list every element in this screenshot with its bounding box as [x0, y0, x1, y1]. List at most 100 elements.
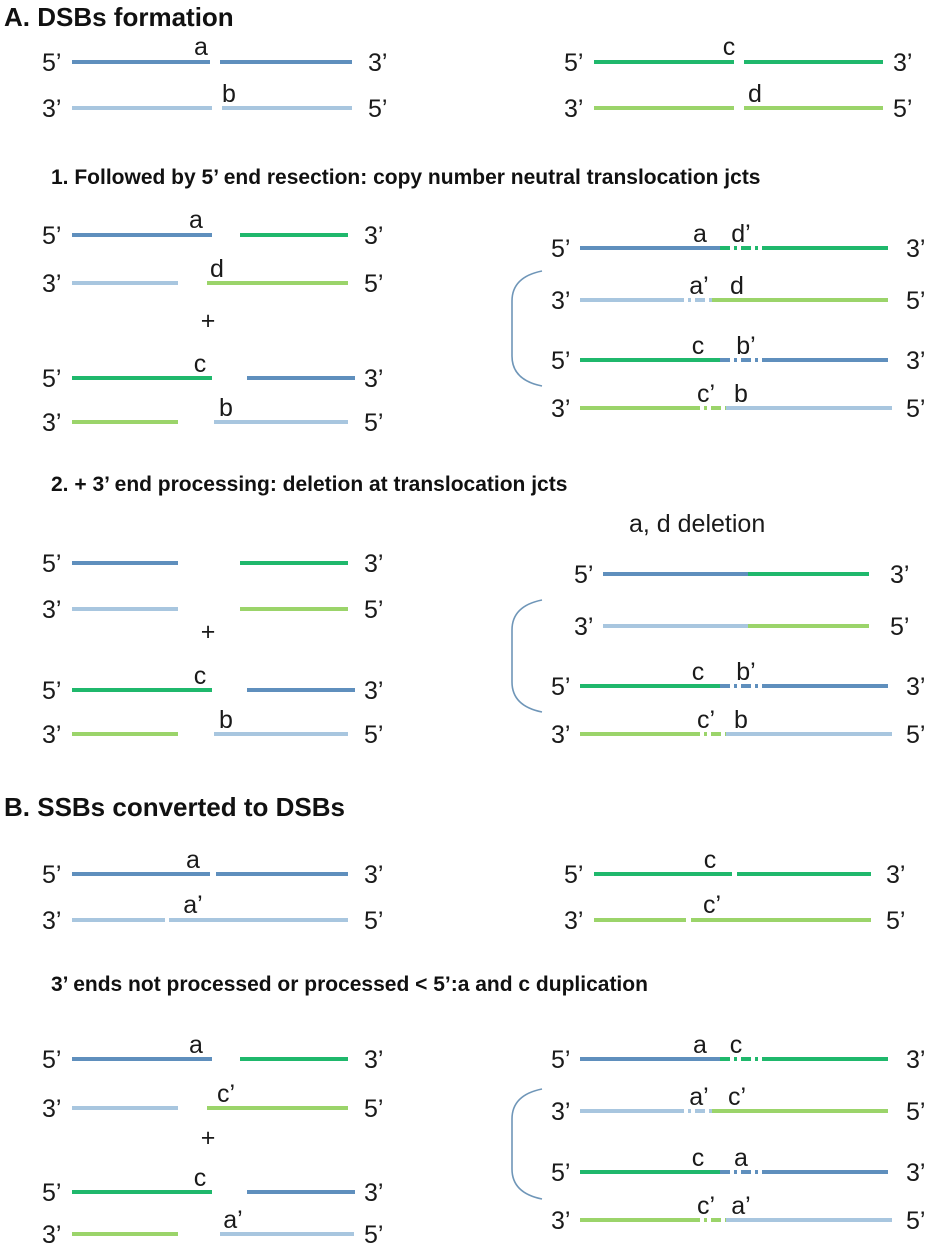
end-label-5prime: 5’: [42, 550, 61, 578]
break-label-c: c: [692, 658, 705, 686]
end-label-3prime: 3’: [906, 1046, 925, 1074]
end-label-5prime: 5’: [42, 677, 61, 705]
end-label-3prime: 3’: [42, 1221, 61, 1249]
end-label-5prime: 5’: [364, 1221, 383, 1249]
break-label-a-prime: a’: [183, 891, 202, 919]
break-label-a-prime: a’: [689, 1083, 708, 1111]
break-label-a-prime: a’: [689, 272, 708, 300]
break-label-c: c: [692, 332, 705, 360]
break-label-c: c: [692, 1144, 705, 1172]
deletion-note: a, d deletion: [629, 510, 765, 538]
subsection-3-title: 3’ ends not processed or processed < 5’:…: [51, 973, 648, 996]
end-label-3prime: 3’: [364, 1179, 383, 1207]
plus-sign: +: [201, 307, 216, 335]
break-label-b: b: [219, 394, 233, 422]
end-label-5prime: 5’: [364, 721, 383, 749]
break-label-a: a: [693, 1031, 707, 1059]
end-label-5prime: 5’: [364, 907, 383, 935]
break-label-d: d: [730, 272, 744, 300]
end-label-5prime: 5’: [890, 613, 909, 641]
end-label-3prime: 3’: [551, 287, 570, 315]
break-label-b: b: [734, 380, 748, 408]
end-label-5prime: 5’: [364, 1095, 383, 1123]
break-label-d: d: [748, 80, 762, 108]
end-label-3prime: 3’: [368, 49, 387, 77]
break-label-c: c: [194, 1164, 207, 1192]
end-label-3prime: 3’: [42, 596, 61, 624]
end-label-3prime: 3’: [42, 721, 61, 749]
end-label-3prime: 3’: [906, 235, 925, 263]
end-label-5prime: 5’: [551, 1046, 570, 1074]
end-label-5prime: 5’: [42, 49, 61, 77]
end-label-3prime: 3’: [42, 270, 61, 298]
end-label-5prime: 5’: [893, 95, 912, 123]
break-label-c: c: [730, 1031, 743, 1059]
end-label-5prime: 5’: [906, 1207, 925, 1235]
break-label-c-prime: c’: [703, 891, 721, 919]
end-label-3prime: 3’: [906, 347, 925, 375]
bracket: [511, 599, 543, 713]
end-label-3prime: 3’: [364, 677, 383, 705]
break-label-a-prime: a’: [223, 1206, 242, 1234]
end-label-3prime: 3’: [364, 365, 383, 393]
end-label-3prime: 3’: [890, 561, 909, 589]
end-label-5prime: 5’: [42, 1179, 61, 1207]
end-label-3prime: 3’: [364, 861, 383, 889]
break-label-c-prime: c’: [697, 706, 715, 734]
end-label-5prime: 5’: [364, 270, 383, 298]
end-label-3prime: 3’: [42, 409, 61, 437]
break-label-c: c: [723, 33, 736, 61]
end-label-5prime: 5’: [42, 222, 61, 250]
end-label-5prime: 5’: [886, 907, 905, 935]
end-label-5prime: 5’: [574, 561, 593, 589]
end-label-3prime: 3’: [564, 95, 583, 123]
subsection-1-title: 1. Followed by 5’ end resection: copy nu…: [51, 166, 761, 189]
end-label-5prime: 5’: [564, 861, 583, 889]
subsection-2-title: 2. + 3’ end processing: deletion at tran…: [51, 473, 567, 496]
break-label-c-prime: c’: [697, 380, 715, 408]
end-label-3prime: 3’: [364, 550, 383, 578]
end-label-5prime: 5’: [551, 673, 570, 701]
break-label-b: b: [219, 706, 233, 734]
end-label-5prime: 5’: [42, 1046, 61, 1074]
end-label-3prime: 3’: [364, 222, 383, 250]
end-label-5prime: 5’: [906, 395, 925, 423]
end-label-3prime: 3’: [551, 395, 570, 423]
end-label-3prime: 3’: [893, 49, 912, 77]
end-label-3prime: 3’: [551, 1207, 570, 1235]
plus-sign: +: [201, 1124, 216, 1152]
end-label-3prime: 3’: [42, 907, 61, 935]
end-label-5prime: 5’: [42, 861, 61, 889]
break-label-a-prime: a’: [731, 1192, 750, 1220]
end-label-3prime: 3’: [574, 613, 593, 641]
end-label-3prime: 3’: [42, 95, 61, 123]
bracket: [511, 270, 543, 387]
end-label-5prime: 5’: [564, 49, 583, 77]
section-a-title: A. DSBs formation: [4, 2, 234, 32]
break-label-b: b: [734, 706, 748, 734]
break-label-b-prime: b’: [736, 658, 755, 686]
end-label-3prime: 3’: [564, 907, 583, 935]
end-label-3prime: 3’: [551, 721, 570, 749]
break-label-c-prime: c’: [728, 1083, 746, 1111]
break-label-d: d: [210, 255, 224, 283]
end-label-3prime: 3’: [906, 673, 925, 701]
end-label-5prime: 5’: [364, 596, 383, 624]
end-label-3prime: 3’: [886, 861, 905, 889]
break-label-a: a: [189, 206, 203, 234]
end-label-5prime: 5’: [551, 347, 570, 375]
end-label-5prime: 5’: [364, 409, 383, 437]
break-label-a: a: [734, 1144, 748, 1172]
end-label-3prime: 3’: [364, 1046, 383, 1074]
break-label-c: c: [194, 662, 207, 690]
end-label-5prime: 5’: [906, 1098, 925, 1126]
break-label-d-prime: d’: [731, 220, 750, 248]
end-label-3prime: 3’: [551, 1098, 570, 1126]
plus-sign: +: [201, 618, 216, 646]
end-label-5prime: 5’: [368, 95, 387, 123]
end-label-5prime: 5’: [42, 365, 61, 393]
end-label-5prime: 5’: [906, 721, 925, 749]
section-b-title: B. SSBs converted to DSBs: [4, 792, 345, 822]
break-label-a: a: [693, 220, 707, 248]
